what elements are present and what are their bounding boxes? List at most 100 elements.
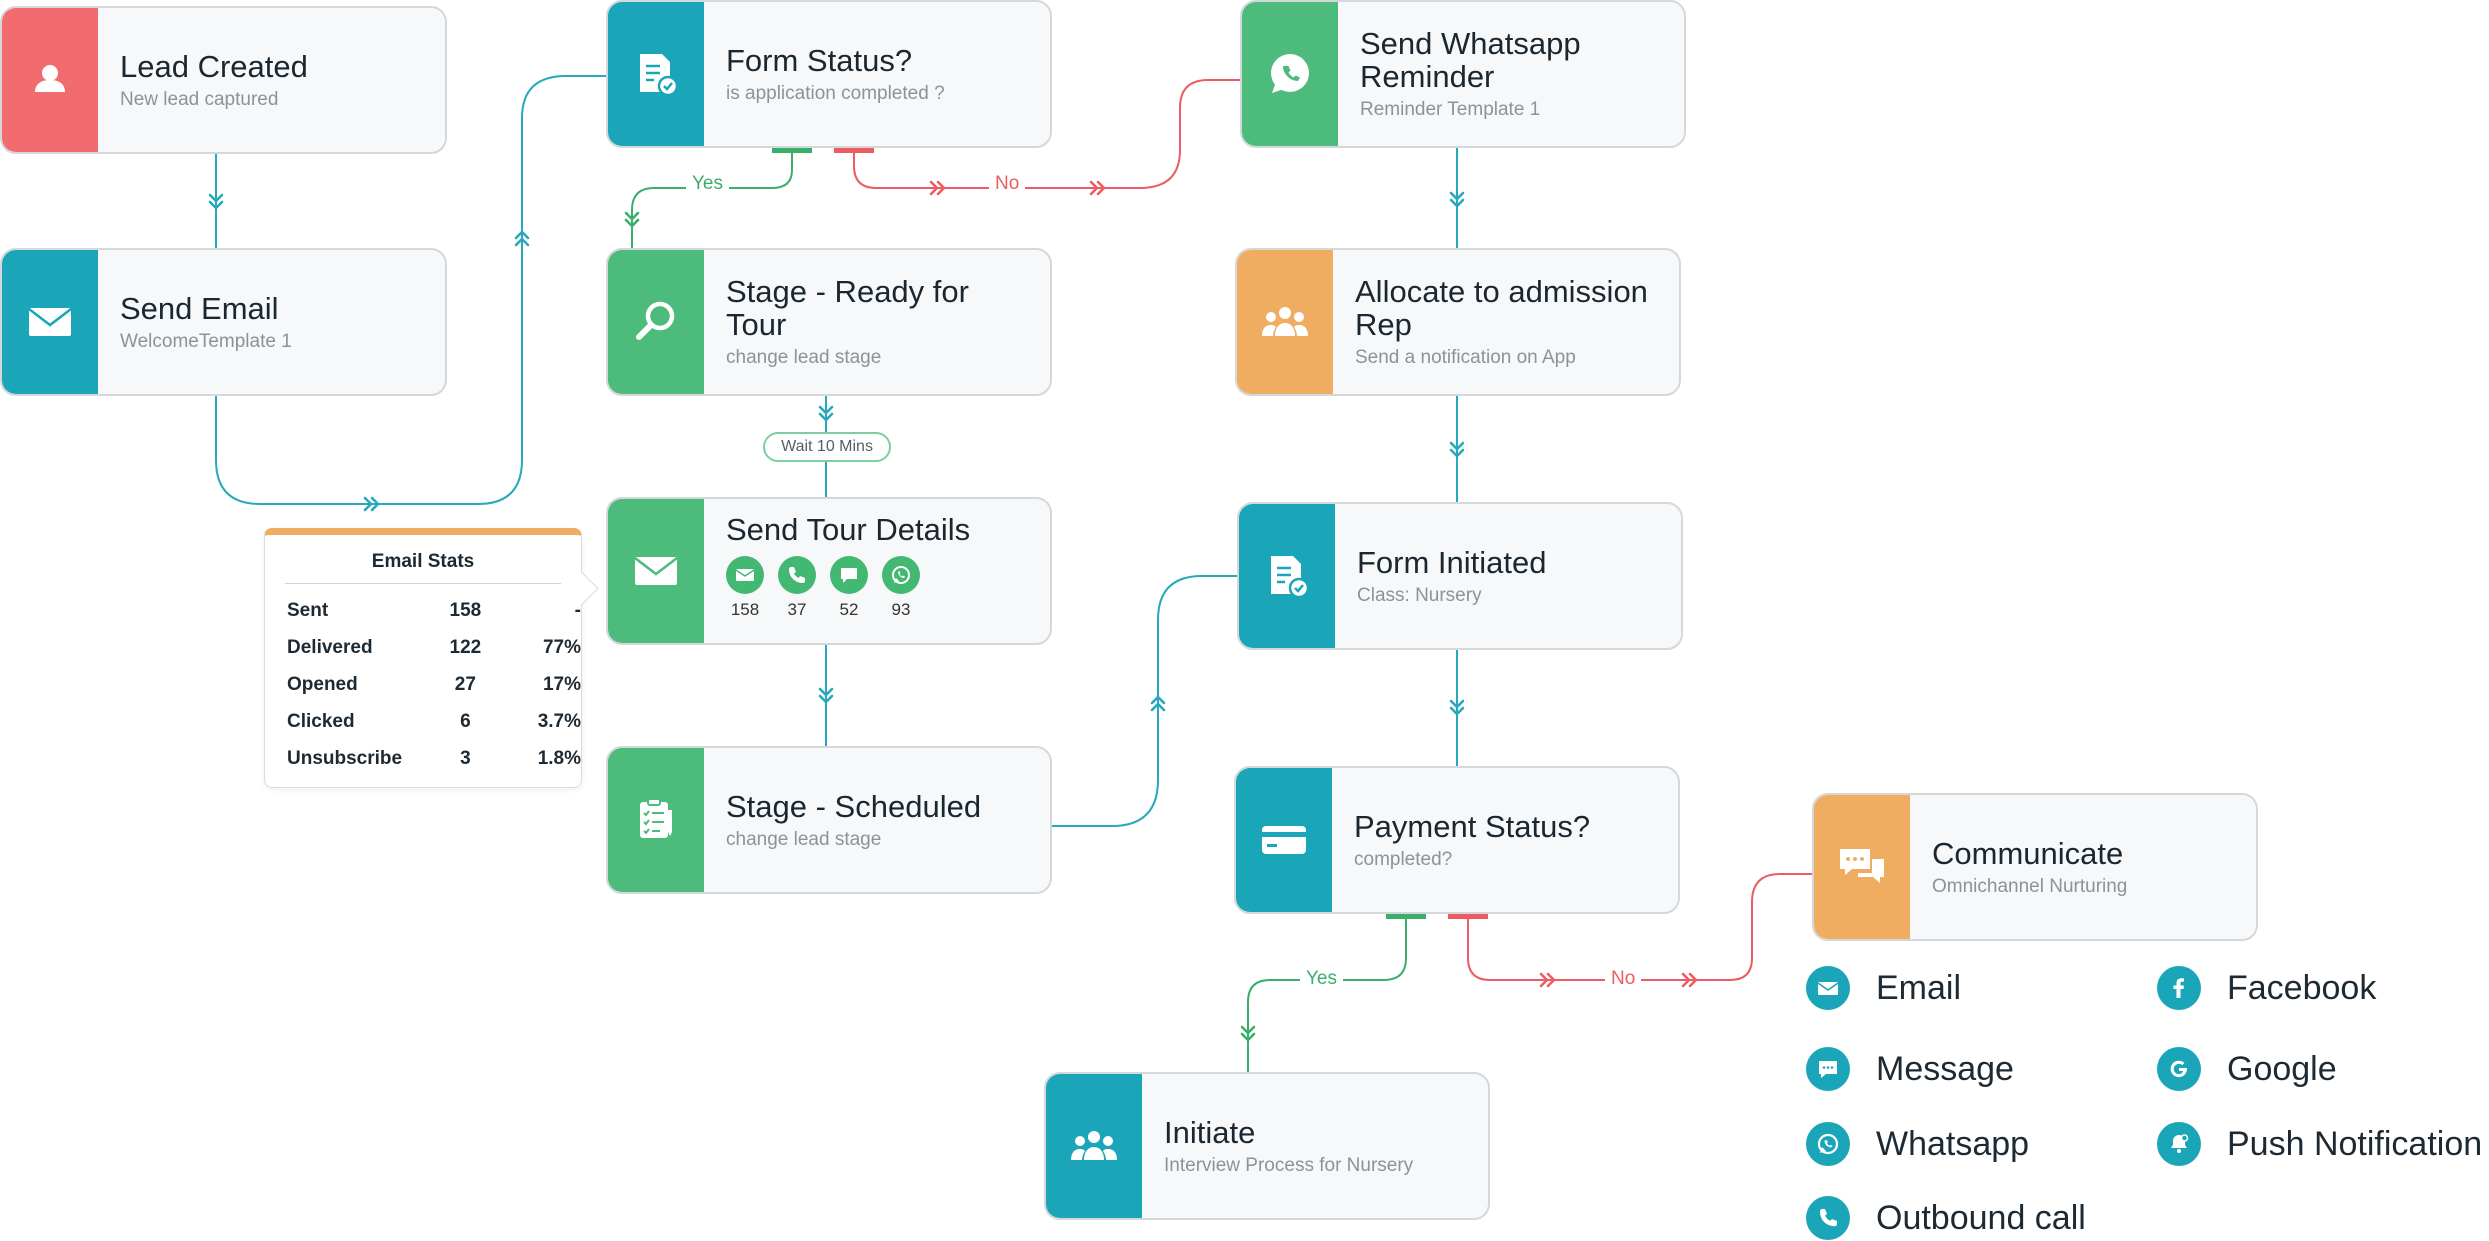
node-subtitle: change lead stage [726, 828, 882, 850]
arrow-marker [514, 230, 530, 247]
node-subtitle: New lead captured [120, 88, 279, 110]
envelope-icon [1817, 982, 1839, 995]
form-yes-label: Yes [686, 173, 729, 195]
channel-message[interactable]: 52 [830, 556, 868, 620]
node-icon-bar [608, 499, 704, 643]
whatsapp-icon [1817, 1133, 1839, 1155]
node-form-status[interactable]: Form Status? is application completed ? [606, 0, 1052, 148]
magnifier-icon [636, 301, 675, 340]
stats-title: Email Stats [371, 551, 475, 572]
phone-icon [789, 567, 805, 583]
stats-row: Unsubscribe 3 1.8% [265, 740, 581, 777]
node-subtitle: Class: Nursery [1357, 584, 1482, 606]
node-title: Communicate [1932, 835, 2124, 871]
channel-counts: 158 37 52 93 [726, 556, 1036, 620]
payment-yes-label: Yes [1300, 968, 1343, 990]
node-payment-status[interactable]: Payment Status? completed? [1234, 766, 1680, 914]
node-stage-scheduled[interactable]: Stage - Scheduled change lead stage [606, 746, 1052, 894]
node-send-email[interactable]: Send Email WelcomeTemplate 1 [0, 248, 447, 396]
stats-pct: - [574, 599, 581, 621]
whatsapp-icon [1271, 54, 1309, 93]
stats-count: 27 [454, 673, 476, 695]
node-title: Stage - Ready for Tour [726, 274, 969, 342]
node-icon-bar [1237, 250, 1333, 394]
channel-email[interactable]: 158 [726, 556, 764, 620]
node-icon-bar [1242, 2, 1338, 146]
node-title: Payment Status? [1354, 808, 1591, 844]
bell-icon [2171, 1134, 2189, 1153]
envelope-icon [634, 557, 678, 585]
node-icon-bar [1046, 1074, 1142, 1218]
legend-whatsapp: Whatsapp [1806, 1122, 2029, 1166]
node-send-tour-details[interactable]: Send Tour Details 158 37 52 93 [606, 497, 1052, 645]
edge-scheduled-to-initiated [1052, 575, 1237, 827]
arrow-marker [624, 211, 640, 228]
phone-icon [1820, 1209, 1837, 1227]
stats-pct: 77% [542, 636, 581, 658]
node-subtitle: Interview Process for Nursery [1164, 1154, 1414, 1176]
legend-google: Google [2157, 1047, 2337, 1091]
node-icon-bar [1814, 795, 1910, 939]
channel-count: 93 [891, 600, 911, 619]
edge-email-to-form [215, 75, 606, 505]
node-icon-bar [1239, 504, 1335, 648]
group-icon [1071, 1131, 1117, 1160]
stats-count: 6 [460, 710, 471, 732]
stats-count: 3 [460, 747, 471, 769]
legend-label: Outbound call [1876, 1198, 2086, 1237]
arrow-marker [929, 180, 946, 196]
node-icon-bar [608, 748, 704, 892]
channel-count: 158 [730, 600, 760, 619]
legend-facebook: Facebook [2157, 966, 2376, 1010]
node-communicate[interactable]: Communicate Omnichannel Nurturing [1812, 793, 2258, 941]
arrow-marker [1089, 180, 1106, 196]
yes-port [772, 148, 812, 153]
stats-row: Clicked 6 3.7% [265, 703, 581, 740]
envelope-icon [28, 308, 72, 336]
stats-label: Clicked [287, 710, 355, 732]
node-ready-for-tour[interactable]: Stage - Ready for Tour change lead stage [606, 248, 1052, 396]
form-no-label: No [989, 173, 1026, 195]
stats-label: Opened [287, 673, 358, 695]
chat-bubbles-icon [1840, 849, 1884, 883]
legend-label: Facebook [2227, 968, 2377, 1007]
chat-icon [1819, 1061, 1837, 1078]
node-subtitle: change lead stage [726, 347, 882, 368]
node-subtitle: Omnichannel Nurturing [1932, 875, 2128, 897]
node-whatsapp-reminder[interactable]: Send Whatsapp Reminder Reminder Template… [1240, 0, 1686, 148]
legend-label: Email [1876, 968, 1962, 1007]
edge-form-no [853, 79, 1240, 189]
node-subtitle: Send a notification on App [1355, 347, 1576, 368]
legend-label: Message [1876, 1049, 2014, 1088]
node-title: Initiate [1164, 1114, 1256, 1150]
channel-call[interactable]: 37 [778, 556, 816, 620]
card-icon [1262, 826, 1306, 854]
channel-whatsapp[interactable]: 93 [882, 556, 920, 620]
no-port [834, 148, 874, 153]
stats-pct: 17% [542, 673, 581, 695]
node-title: Send Email [120, 290, 279, 326]
node-icon-bar [608, 250, 704, 394]
legend-outbound-call: Outbound call [1806, 1196, 2086, 1240]
node-title: Allocate to admission Rep [1355, 274, 1648, 342]
stats-label: Sent [287, 599, 329, 621]
clipboard-icon [640, 798, 672, 838]
stats-row: Opened 27 17% [265, 666, 581, 703]
node-title: Send Whatsapp Reminder [1360, 26, 1581, 94]
form-check-icon [640, 54, 679, 97]
arrow-marker [818, 405, 834, 422]
email-stats-card: Email Stats Sent 158 - Delivered 122 77%… [264, 528, 599, 788]
node-initiate[interactable]: Initiate Interview Process for Nursery [1044, 1072, 1490, 1220]
chat-icon [841, 568, 857, 583]
node-title: Lead Created [120, 48, 308, 84]
arrow-marker [1449, 699, 1465, 716]
node-subtitle: completed? [1354, 848, 1453, 870]
edge-form-yes [631, 153, 793, 248]
node-form-initiated[interactable]: Form Initiated Class: Nursery [1237, 502, 1683, 650]
node-lead-created[interactable]: Lead Created New lead captured [0, 6, 447, 154]
node-allocate-rep[interactable]: Allocate to admission Rep Send a notific… [1235, 248, 1681, 396]
user-icon [35, 65, 65, 92]
payment-no-label: No [1605, 968, 1642, 990]
